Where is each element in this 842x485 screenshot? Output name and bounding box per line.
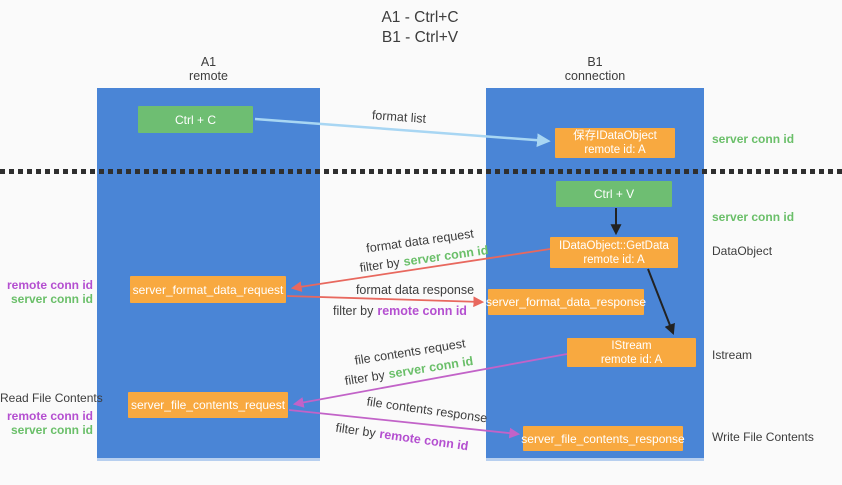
- lane-a1-name: A1: [200, 55, 217, 69]
- node-file-request-label: server_file_contents_request: [130, 398, 286, 412]
- node-server-file-contents-request: server_file_contents_request: [128, 392, 288, 418]
- left-label-server-conn-id-2: server conn id: [10, 423, 93, 437]
- filter-by-text: filter by: [334, 420, 377, 441]
- left-label-server-conn-id-1: server conn id: [10, 292, 93, 306]
- format-data-response-text: format data response: [355, 283, 475, 297]
- format-list-text: format list: [371, 108, 427, 126]
- node-save-idataobject-line1: 保存IDataObject: [573, 130, 657, 142]
- node-getdata-line2: remote id: A: [583, 253, 645, 266]
- phase-divider-dotted-line: [0, 169, 842, 174]
- node-ctrl-c-label: Ctrl + C: [174, 112, 216, 127]
- title-line-1: A1 - Ctrl+C: [381, 9, 459, 26]
- right-label-server-conn-id-2: server conn id: [712, 210, 795, 224]
- node-istream-line1: IStream: [611, 339, 652, 352]
- filter-by-text: filter by: [358, 255, 401, 275]
- lane-b1-subtitle: connection: [564, 69, 626, 83]
- node-ctrl-v-label: Ctrl + V: [593, 187, 635, 201]
- edge-label-format-list: format list: [371, 108, 426, 126]
- lane-b1-name: B1: [587, 55, 603, 69]
- left-label-remote-conn-id-1: remote conn id: [6, 278, 93, 292]
- filter-by-text: filter by: [333, 304, 374, 318]
- diagram-title: A1 - Ctrl+C B1 - Ctrl+V: [300, 8, 540, 48]
- node-save-idataobject: 保存IDataObject remote id: A: [555, 128, 675, 158]
- right-label-server-conn-id-1: server conn id: [712, 132, 795, 146]
- right-label-write-file-contents: Write File Contents: [712, 430, 814, 444]
- node-getdata-line1: IDataObject::GetData: [559, 239, 669, 252]
- node-file-response-label: server_file_contents_response: [521, 431, 685, 446]
- node-ctrl-c: Ctrl + C: [138, 106, 253, 133]
- node-istream-line2: remote id: A: [600, 353, 663, 366]
- node-server-file-contents-response: server_file_contents_response: [521, 426, 685, 451]
- remote-conn-id-key: remote conn id: [377, 304, 467, 318]
- node-format-request-label: server_format_data_request: [132, 282, 284, 297]
- lane-a1-header: A1 remote: [97, 55, 320, 83]
- left-label-read-file-contents: Read File Contents: [0, 391, 103, 405]
- file-contents-response-text: file contents response: [365, 394, 489, 426]
- left-label-remote-conn-id-2: remote conn id: [6, 409, 93, 423]
- lane-b1-header: B1 connection: [486, 55, 704, 83]
- edge-label-format-data-response: format data response: [356, 283, 474, 297]
- node-format-response-label: server_format_data_response: [485, 295, 647, 309]
- node-server-format-data-response: server_format_data_response: [485, 289, 647, 315]
- title-line-2: B1 - Ctrl+V: [381, 29, 459, 46]
- node-istream: IStream remote id: A: [567, 338, 696, 367]
- filter-by-text: filter by: [343, 367, 386, 389]
- lane-a1-subtitle: remote: [189, 69, 228, 83]
- edge-label-file-contents-response: file contents response: [366, 395, 488, 426]
- node-save-idataobject-line2: remote id: A: [584, 144, 646, 156]
- remote-conn-id-key: remote conn id: [378, 426, 470, 454]
- node-idataobject-getdata: IDataObject::GetData remote id: A: [550, 237, 678, 268]
- node-ctrl-v: Ctrl + V: [556, 181, 672, 207]
- right-label-dataobject: DataObject: [712, 244, 773, 258]
- right-label-istream: Istream: [712, 348, 753, 362]
- node-server-format-data-request: server_format_data_request: [130, 276, 286, 303]
